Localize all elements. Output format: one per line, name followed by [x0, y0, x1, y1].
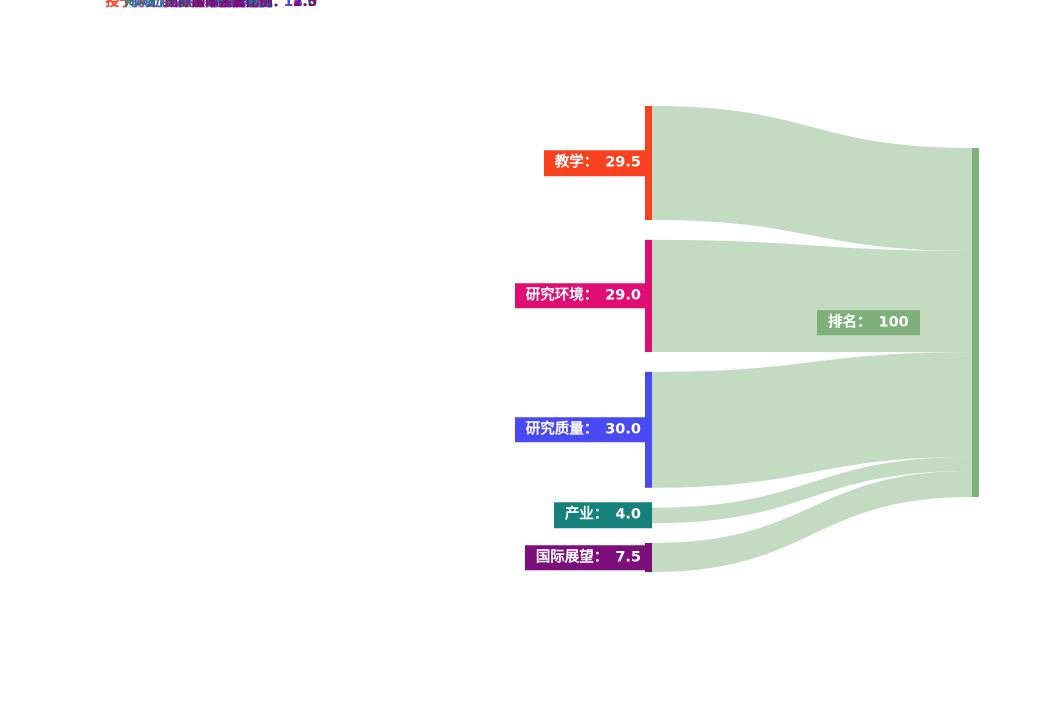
source-label-value: 5.5: [293, 0, 317, 10]
source-label-value: 5.0: [293, 0, 317, 10]
source-label-text: 生师比：: [232, 0, 287, 10]
sankey-link: [652, 456, 972, 524]
sankey-link: [652, 470, 972, 572]
source-label-intl_coauthor: 国际合著比例： 2.5: [192, 0, 317, 10]
source-label-value: 15.0: [283, 0, 317, 10]
source-label-student_staff_ratio: 生师比： 4.5: [232, 0, 317, 10]
node-label-value: 30.0: [605, 421, 641, 438]
sankey-link: [652, 352, 972, 488]
source-label-institutional_income: 师均大学总收入： 2.5: [178, 0, 317, 10]
source-label-text: 卓越研究：: [218, 0, 287, 10]
source-label-text: 研究声誉：: [209, 0, 277, 10]
sankey-node-rank[interactable]: [972, 148, 979, 497]
source-label-industry_income: 师均行业投资的研究收入： 2.0: [124, 0, 317, 10]
node-label-value: 100: [878, 313, 909, 330]
source-label-value: 2.5: [293, 0, 317, 10]
sankey-link: [652, 106, 972, 251]
source-label-value: 2.5: [293, 0, 317, 10]
node-label-value: 29.0: [605, 287, 641, 304]
source-label-text: 领域加权的引用影响力：: [128, 0, 277, 10]
source-label-text: 国际学术人员比例：: [164, 0, 287, 10]
source-label-doctorate_staff_ratio: 授予博士学位/学术人员比例： 5.5: [106, 0, 317, 10]
node-label-research_env: 研究环境： 29.0: [514, 283, 652, 309]
source-label-research_income: 师均研究收入： 5.5: [192, 0, 317, 10]
node-label-international: 国际展望： 7.5: [524, 544, 652, 571]
source-label-text: 师均研究收入：: [191, 0, 287, 10]
node-label-teaching: 教学： 29.5: [543, 150, 652, 176]
source-label-value: 15.0: [283, 0, 317, 10]
node-label-industry: 产业： 4.0: [553, 502, 652, 529]
source-label-value: 4.5: [293, 0, 317, 10]
source-label-teaching_reputation: 教学声誉： 15.0: [209, 0, 317, 10]
source-label-intl_students: 国际学生比例： 2.5: [192, 0, 317, 10]
node-label-text: 排名：: [828, 313, 872, 330]
source-label-text: 教学声誉：: [209, 0, 277, 10]
source-label-text: 授予博士学位/学士学位比例：: [105, 0, 287, 10]
source-label-research_productivity: 人均发表量： 5.5: [205, 0, 317, 10]
node-label-text: 教学：: [554, 154, 599, 171]
source-label-text: 专利：: [245, 0, 287, 10]
source-label-text: 师均大学总收入：: [178, 0, 287, 10]
node-label-text: 研究质量：: [525, 421, 599, 438]
source-label-value: 2.0: [293, 0, 317, 10]
source-label-research_reputation: 研究声誉： 18.0: [209, 0, 317, 10]
source-label-text: 国际学生比例：: [191, 0, 287, 10]
node-label-value: 4.0: [615, 506, 641, 523]
node-label-text: 国际展望：: [535, 548, 609, 565]
source-label-text: 研究影响力：: [205, 0, 287, 10]
node-label-text: 研究环境：: [525, 287, 599, 304]
source-label-value: 5.5: [293, 0, 317, 10]
source-label-value: 5.0: [293, 0, 317, 10]
node-label-rank: 排名： 100: [817, 309, 920, 336]
source-label-research_influence: 研究影响力： 5.0: [205, 0, 317, 10]
source-label-value: 18.0: [283, 0, 317, 10]
source-label-intl_staff: 国际学术人员比例： 2.5: [165, 0, 317, 10]
source-label-text: 授予博士学位/学术人员比例：: [105, 0, 287, 10]
sankey-links-layer: [652, 106, 972, 572]
source-label-research_strength: 研究实力： 5.0: [219, 0, 317, 10]
source-label-research_excellence: 卓越研究： 5.0: [219, 0, 317, 10]
source-label-value: 2.0: [293, 0, 317, 10]
source-label-value: 2.0: [293, 0, 317, 10]
sankey-link: [652, 239, 972, 353]
source-label-patents: 专利： 2.0: [246, 0, 317, 10]
source-label-text: 人均发表量：: [205, 0, 287, 10]
node-label-text: 产业：: [564, 506, 609, 523]
source-label-text: 国际合著比例：: [191, 0, 287, 10]
source-label-value: 5.0: [293, 0, 317, 10]
source-label-text: 师均行业投资的研究收入：: [124, 0, 287, 10]
source-label-doctorate_bachelor_ratio: 授予博士学位/学士学位比例： 2.0: [106, 0, 317, 10]
source-label-value: 5.5: [293, 0, 317, 10]
node-label-value: 7.5: [615, 548, 641, 565]
node-label-value: 29.5: [605, 154, 641, 171]
source-label-text: 研究实力：: [218, 0, 287, 10]
source-label-value: 2.5: [293, 0, 317, 10]
source-label-value: 2.5: [293, 0, 317, 10]
source-label-citation_impact: 领域加权的引用影响力： 15.0: [128, 0, 317, 10]
node-label-research_quality: 研究质量： 30.0: [514, 417, 652, 443]
